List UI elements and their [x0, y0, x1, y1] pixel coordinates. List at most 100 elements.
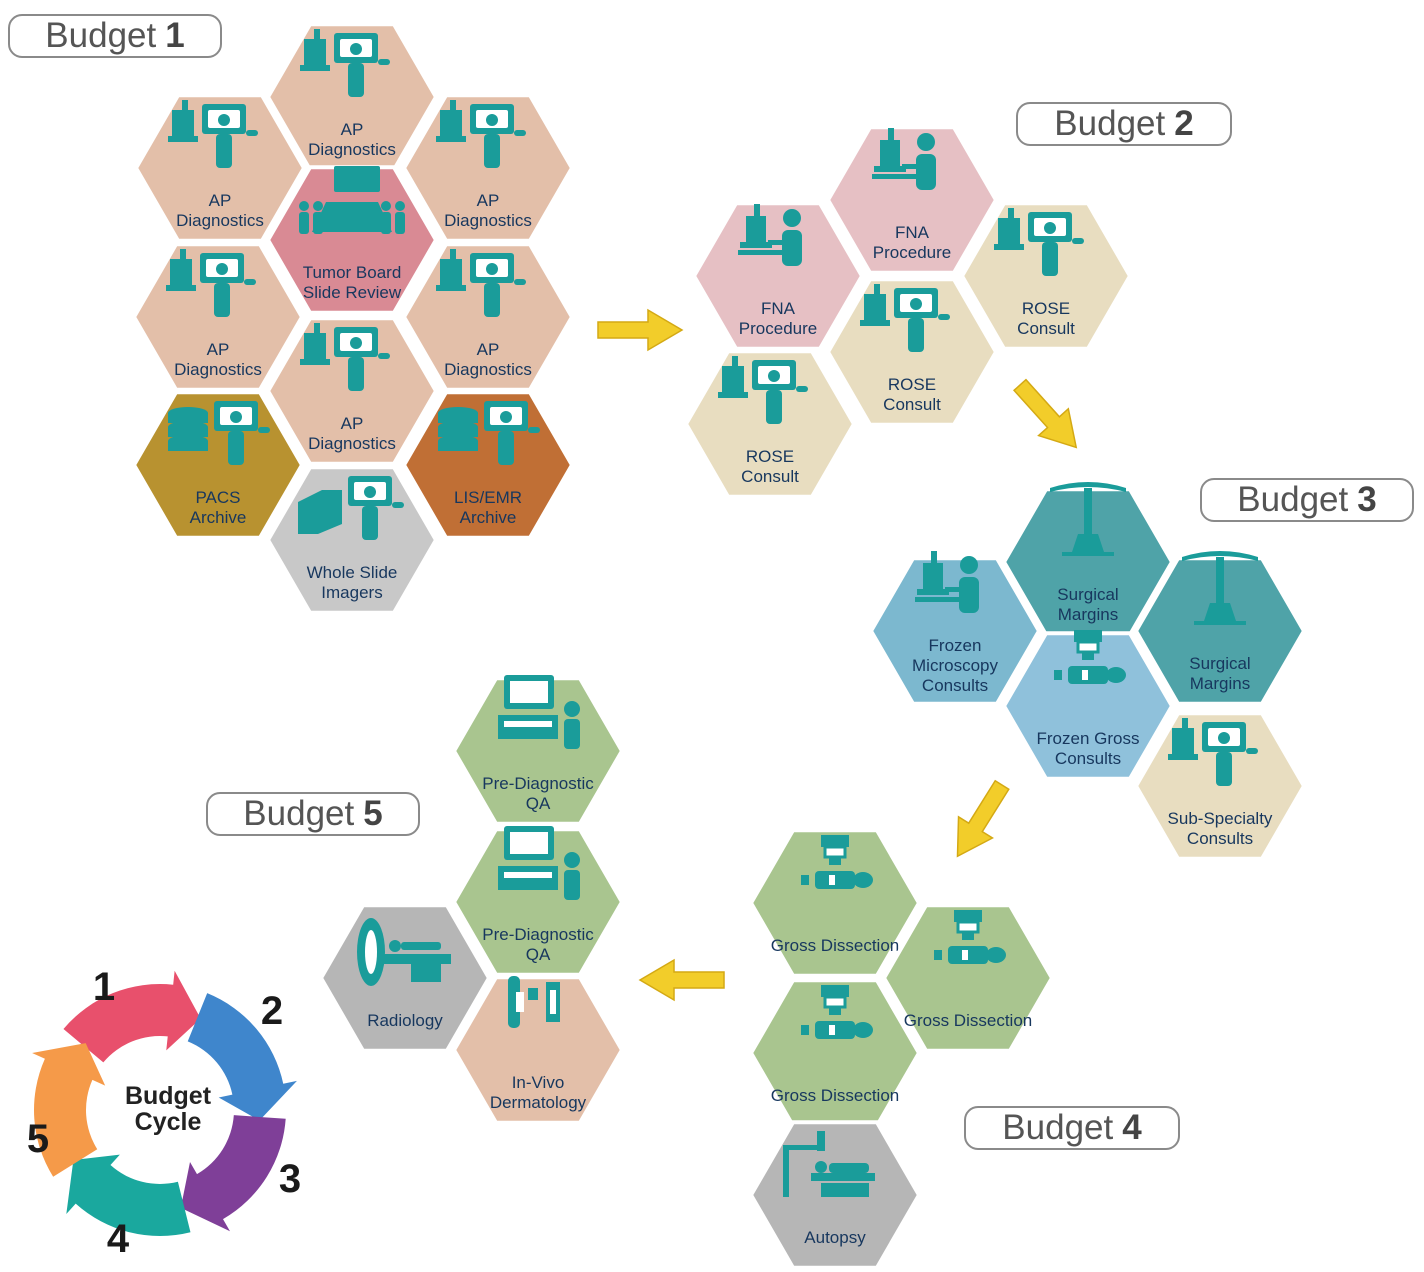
hex-label-line: Procedure [739, 319, 817, 338]
hex-label-line: Surgical [1189, 654, 1250, 673]
cycle-arrow-4 [66, 1154, 191, 1236]
radiology-scanner-icon [357, 918, 451, 986]
hex-label-line: AP [341, 120, 364, 139]
budget-3-word: Budget [1237, 480, 1349, 519]
hex-label-line: AP [207, 340, 230, 359]
microscope-monitor-icon [436, 100, 526, 168]
computer-workstation-icon [498, 675, 580, 749]
flow-arrow-icon [597, 308, 684, 352]
hex-label-line: Frozen [929, 636, 982, 655]
hex-label-line: Gross Dissection [771, 936, 899, 955]
budget-1-number: 1 [165, 16, 185, 55]
cycle-arrow-2 [187, 993, 297, 1121]
pathologist-microscope-icon [915, 551, 979, 613]
hex-label-line: Margins [1058, 605, 1118, 624]
hex-label-line: Surgical [1057, 585, 1118, 604]
hex-cell-22: Gross Dissection [881, 903, 1055, 1053]
hex-label-line: Consults [1187, 829, 1253, 848]
budget-4-word: Budget [1002, 1108, 1114, 1147]
hex-shape [881, 903, 1055, 1053]
hex-label-line: Diagnostics [444, 211, 532, 230]
hex-label-line: ROSE [1022, 299, 1070, 318]
hex-label-line: Autopsy [804, 1228, 866, 1247]
cycle-arrow-3 [180, 1115, 286, 1232]
hex-label-line: AP [477, 340, 500, 359]
hex-label-line: Diagnostics [308, 140, 396, 159]
microscope-monitor-icon [1168, 718, 1258, 786]
hex-cell-24: Autopsy [748, 1120, 922, 1270]
hex-label-line: LIS/EMR [454, 488, 522, 507]
microscope-monitor-icon [168, 100, 258, 168]
autopsy-table-icon [783, 1131, 875, 1197]
gross-station-icon [934, 910, 1006, 964]
hex-label-line: AP [341, 414, 364, 433]
flow-arrow-icon [638, 958, 725, 1002]
gross-station-icon [1054, 630, 1126, 684]
microscope-monitor-icon [718, 356, 808, 424]
database-monitor-icon [438, 401, 540, 465]
budget-1-word: Budget [45, 16, 157, 55]
hex-label-line: Diagnostics [176, 211, 264, 230]
cycle-step-number: 4 [107, 1217, 130, 1261]
gross-station-icon [801, 835, 873, 889]
microscope-monitor-icon [436, 249, 526, 317]
pathologist-microscope-icon [872, 128, 936, 190]
hex-shape [1133, 556, 1307, 706]
budget-5-number: 5 [363, 794, 383, 833]
hex-label-line: ROSE [888, 375, 936, 394]
database-monitor-icon [168, 401, 270, 465]
gross-station-icon [801, 985, 873, 1039]
hex-cell-27: Radiology [318, 903, 492, 1053]
hex-label-line: Consults [922, 676, 988, 695]
microscope-monitor-icon [166, 249, 256, 317]
flow-arrows [597, 308, 1078, 1002]
hex-label-line: Consult [1017, 319, 1075, 338]
hex-label-line: Diagnostics [308, 434, 396, 453]
cycle-center-label: Budget [125, 1082, 212, 1110]
budget-2-word: Budget [1054, 104, 1166, 143]
hex-label-line: AP [477, 191, 500, 210]
hex-label-line: Margins [1190, 674, 1250, 693]
hex-shape [868, 556, 1042, 706]
hex-label-line: FNA [761, 299, 796, 318]
hex-label-line: Consult [741, 467, 799, 486]
dermatology-device-icon [508, 976, 560, 1028]
hex-label-line: Pre-Diagnostic [482, 925, 594, 944]
hex-label-line: Procedure [873, 243, 951, 262]
hex-cells: APDiagnosticsAPDiagnosticsAPDiagnosticsT… [131, 22, 1307, 1270]
microscope-monitor-icon [300, 323, 390, 391]
hex-label-line: Dermatology [490, 1093, 587, 1112]
hex-shape [451, 975, 625, 1125]
microscope-monitor-icon [860, 284, 950, 352]
cycle-step-number: 1 [93, 965, 115, 1009]
hex-label-line: Consults [1055, 749, 1121, 768]
hex-label-line: FNA [895, 223, 930, 242]
pathologist-microscope-icon [738, 204, 802, 266]
hex-shape [825, 125, 999, 275]
hex-label-line: Radiology [367, 1011, 443, 1030]
cycle-step-number: 3 [279, 1157, 301, 1201]
hex-label-line: Pre-Diagnostic [482, 774, 594, 793]
hex-shape [748, 828, 922, 978]
